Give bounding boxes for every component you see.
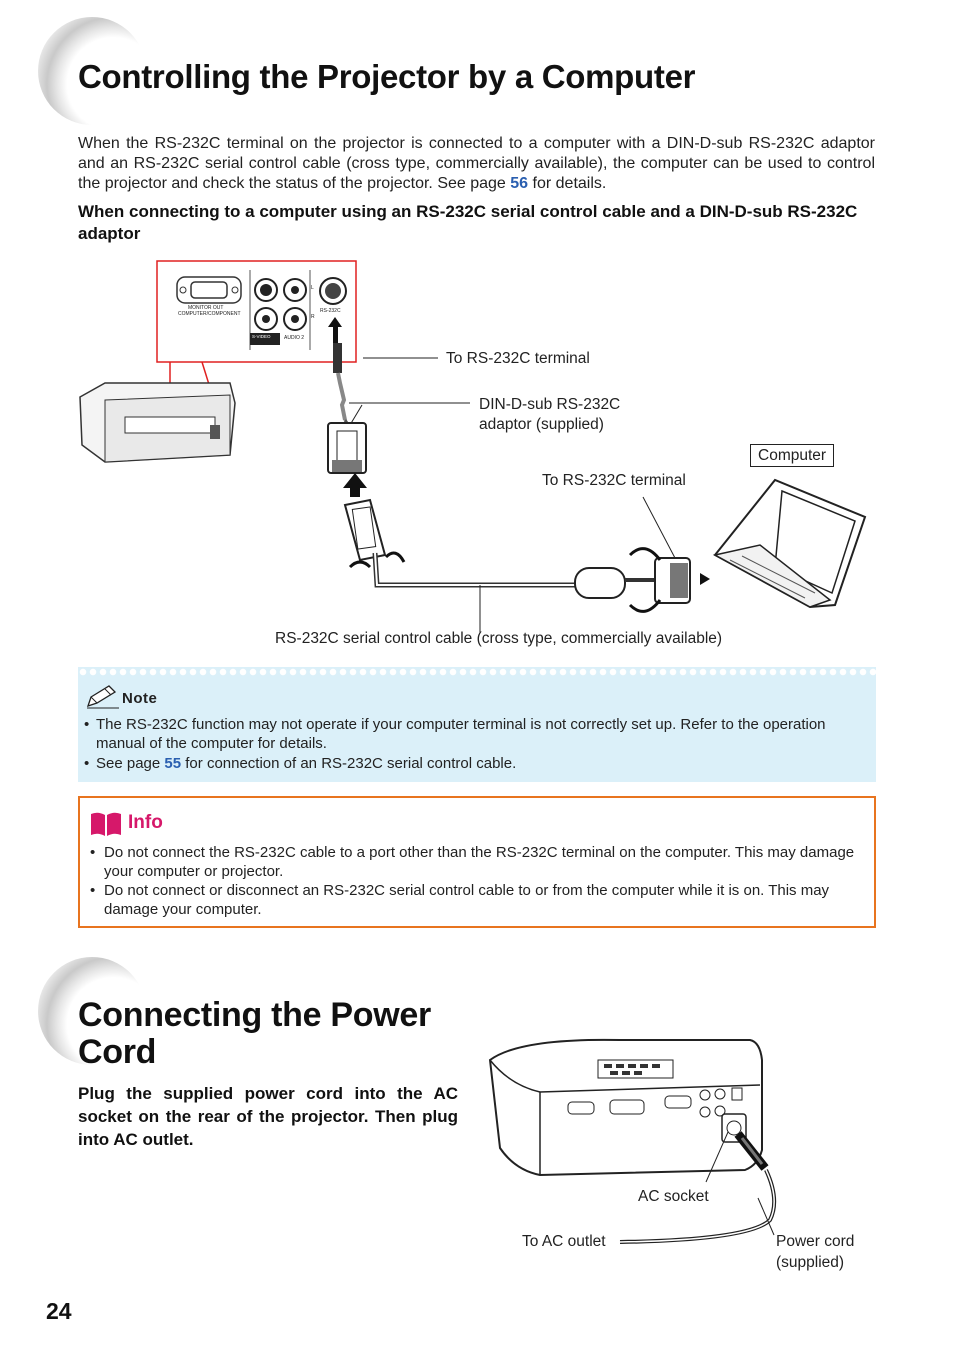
label-to-ac-outlet: To AC outlet (522, 1233, 606, 1250)
panel-label-svideo: S-VIDEO (252, 334, 271, 339)
power-cord-instruction: Plug the supplied power cord into the AC… (78, 1084, 458, 1149)
pencil-note-icon (86, 685, 119, 709)
info-bullet-1: • Do not connect the RS-232C cable to a … (90, 843, 866, 881)
panel-label-video: VIDEO (256, 341, 271, 346)
note-box: Note • The RS-232C function may not oper… (78, 667, 876, 782)
panel-label-audio2: AUDIO 2 (284, 335, 305, 341)
label-rs232c-cable: RS-232C serial control cable (cross type… (275, 630, 723, 647)
power-cord-diagram: AC socket To AC outlet Power cord (suppl… (480, 1030, 900, 1280)
connection-illustration (79, 260, 867, 633)
note-bullet-1: • The RS-232C function may not operate i… (84, 715, 869, 753)
info-bullet-1-text: Do not connect the RS-232C cable to a po… (104, 844, 855, 880)
panel-label-l: L (311, 285, 314, 291)
panel-label-r: R (311, 314, 315, 320)
title-decoration (38, 17, 146, 125)
info-bullet-2-text: Do not connect or disconnect an RS-232C … (104, 882, 830, 918)
section-title-power-cord: Connecting the Power Cord (78, 996, 431, 1071)
note-bullet-2-text: See page (96, 755, 161, 772)
label-computer: Computer (750, 444, 835, 467)
note-heading: Note (122, 690, 158, 707)
info-box: Info • Do not connect the RS-232C cable … (78, 796, 876, 928)
book-info-icon (91, 812, 121, 836)
intro-paragraph: When the RS-232C terminal on the project… (78, 134, 875, 194)
label-to-rs232c-terminal-top: To RS-232C terminal (446, 350, 590, 367)
label-din-dsub-adaptor: DIN-D-sub RS-232C adaptor (supplied) (479, 396, 621, 433)
panel-label-rs232c: RS-232C (320, 308, 341, 314)
title-decoration-2 (38, 957, 146, 1065)
note-bullet-2-suffix: for connection of an RS-232C serial cont… (185, 755, 517, 772)
label-power-cord: Power cord (supplied) (776, 1233, 855, 1271)
info-bullet-2: • Do not connect or disconnect an RS-232… (90, 881, 866, 919)
intro-suffix: for details. (532, 175, 607, 192)
page-number: 24 (46, 1298, 72, 1324)
label-ac-socket: AC socket (638, 1188, 709, 1205)
intro-text: When the RS-232C terminal on the project… (78, 135, 875, 192)
rs232c-connection-diagram: MONITOR OUT COMPUTER/COMPONENT S-VIDEO V… (70, 255, 890, 660)
info-heading: Info (128, 812, 163, 833)
label-to-rs232c-terminal-pc: To RS-232C terminal (542, 472, 686, 489)
page-link-55[interactable]: 55 (164, 755, 182, 772)
note-bullet-1-text: The RS-232C function may not operate if … (96, 716, 826, 752)
connection-subheading: When connecting to a computer using an R… (78, 202, 858, 243)
note-dotted-border (78, 667, 876, 677)
panel-label-computer-component: COMPUTER/COMPONENT (178, 311, 241, 317)
panel-label-monitor-out: MONITOR OUT (188, 305, 224, 311)
note-bullet-2: • See page 55 for connection of an RS-23… (84, 755, 517, 772)
page-link-56[interactable]: 56 (510, 175, 529, 192)
page-title: Controlling the Projector by a Computer (78, 58, 696, 95)
power-cord-illustration (488, 1038, 777, 1244)
